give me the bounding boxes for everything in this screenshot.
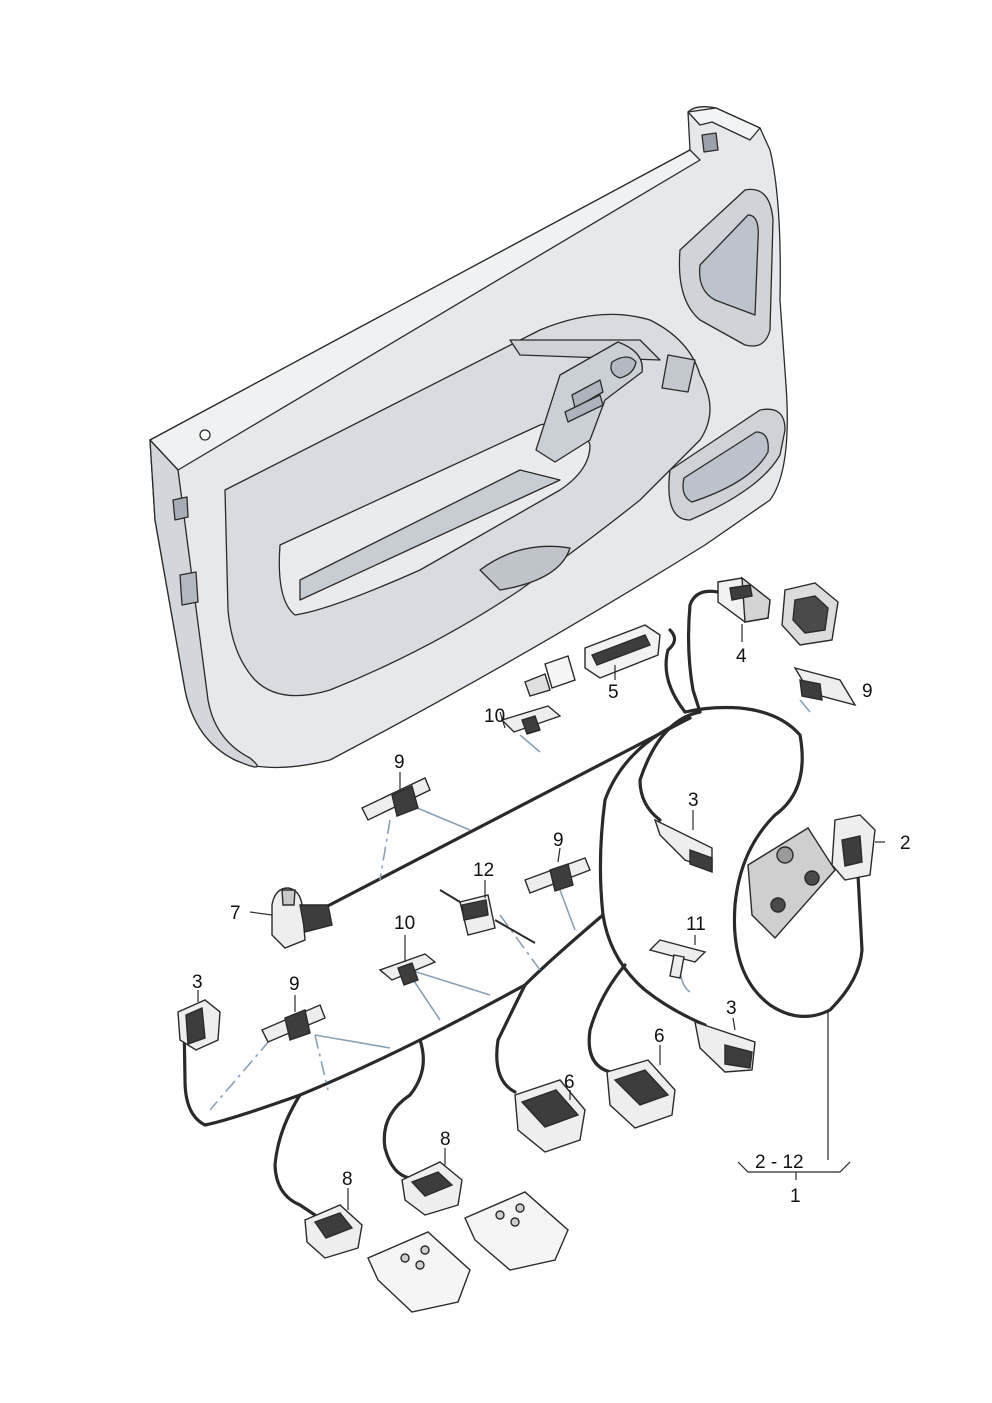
callout-11: 11 xyxy=(686,914,706,935)
callout-5: 5 xyxy=(608,682,619,703)
connector-part-12 xyxy=(439,889,536,944)
connector-part-2 xyxy=(831,814,876,881)
mirror-switch-plate xyxy=(747,827,836,940)
clip-part-9-upper-left xyxy=(361,777,431,821)
callout-3-upper: 3 xyxy=(688,790,699,811)
clip-part-9-lower-left xyxy=(261,1004,326,1043)
callout-3-left: 3 xyxy=(192,972,203,993)
socket-housing-right xyxy=(464,1191,569,1271)
clip-part-11 xyxy=(648,939,707,979)
callout-10-upper: 10 xyxy=(484,706,505,727)
assembly-range-label: 2 - 12 xyxy=(755,1152,804,1173)
clip-part-10-lower xyxy=(378,953,437,986)
callout-9-middle: 9 xyxy=(553,830,564,851)
connector-part-3-upper xyxy=(653,818,713,873)
assembly-number-label: 1 xyxy=(790,1186,801,1207)
window-switch-part xyxy=(781,582,839,646)
connector-part-3-left xyxy=(177,999,221,1051)
connector-part-3-lower-right xyxy=(694,1020,756,1073)
callout-6-right: 6 xyxy=(654,1026,665,1047)
callout-10-lower: 10 xyxy=(394,913,415,934)
connector-part-6-right xyxy=(606,1059,676,1129)
connector-part-6-left xyxy=(514,1079,586,1153)
socket-housing-left xyxy=(367,1231,471,1313)
connector-part-5 xyxy=(584,624,661,679)
clip-part-9-middle xyxy=(524,857,591,894)
callout-lines xyxy=(197,624,885,1210)
callout-9-upper-left: 9 xyxy=(394,752,405,773)
lamp-bulb-part xyxy=(524,655,576,697)
wiring-harness xyxy=(182,589,864,1217)
clip-part-9-top-right xyxy=(793,666,857,707)
callout-9-lower-left: 9 xyxy=(289,974,300,995)
callout-labels: 4 5 9 10 9 3 2 9 12 7 10 11 3 9 3 6 6 8 … xyxy=(192,646,911,1207)
callout-12: 12 xyxy=(473,860,494,881)
clip-part-10-upper xyxy=(500,705,562,735)
switch-part-7 xyxy=(271,887,333,949)
callout-9-top-right: 9 xyxy=(862,681,873,702)
connector-part-8-middle xyxy=(401,1161,463,1216)
callout-3-lower-right: 3 xyxy=(726,998,737,1019)
callout-7: 7 xyxy=(230,903,241,924)
callout-6-left: 6 xyxy=(564,1072,575,1093)
connector-part-8-left xyxy=(304,1204,363,1259)
connector-part-4 xyxy=(717,576,771,623)
leader-lines xyxy=(209,699,811,1111)
callout-8-middle: 8 xyxy=(440,1129,451,1150)
callout-8-left: 8 xyxy=(342,1169,353,1190)
callout-4: 4 xyxy=(736,646,747,667)
callout-2: 2 xyxy=(900,833,911,854)
door-trim-panel xyxy=(149,106,788,769)
